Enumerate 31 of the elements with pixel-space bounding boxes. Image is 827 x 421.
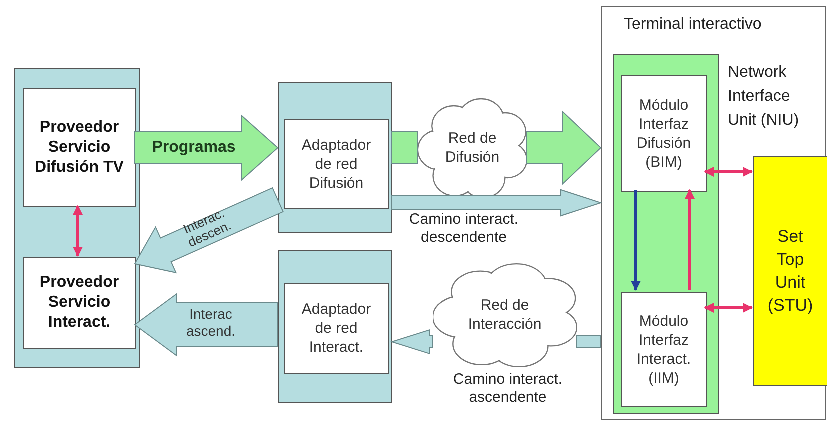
arrow: [685, 189, 695, 290]
network-cloud: Red de Difusión: [418, 98, 527, 198]
adapter-panel: [14, 68, 140, 368]
block-arrow: [134, 114, 279, 182]
edge-label: Interac. descen.: [180, 204, 234, 252]
block-arrow: [134, 293, 278, 357]
provider-box: Proveedor Servicio Difusión TV: [23, 88, 136, 207]
unit-heading: Network Interface Unit (NIU): [728, 63, 800, 131]
arrow: [704, 167, 753, 177]
frame-title: Terminal interactivo: [624, 15, 762, 35]
provider-box: Proveedor Servicio Interact.: [23, 257, 136, 349]
block-arrow: [390, 329, 434, 355]
block-arrow: [134, 187, 284, 274]
block-arrow: [392, 189, 603, 217]
module-box: Módulo Interfaz Difusión (BIM): [621, 75, 707, 192]
terminal-frame: [601, 6, 826, 420]
module-box: Adaptador de red Interact.: [284, 283, 389, 374]
edge-label: Programas: [151, 138, 237, 158]
adapter-panel: [278, 82, 392, 233]
set-top-unit-box: Set Top Unit (STU): [753, 156, 827, 386]
arrow: [631, 190, 641, 291]
arrow: [704, 303, 753, 313]
edge-label: Interac ascend.: [185, 306, 237, 340]
module-box: Módulo Interfaz Interact. (IIM): [621, 292, 707, 407]
block-arrow: [576, 336, 602, 348]
block-arrow: [392, 132, 418, 164]
network-cloud: Red de Interacción: [433, 263, 577, 367]
arrow: [73, 205, 83, 257]
module-box: Adaptador de red Difusión: [284, 119, 389, 209]
adapter-panel: [278, 250, 392, 403]
block-arrow: [526, 110, 602, 186]
